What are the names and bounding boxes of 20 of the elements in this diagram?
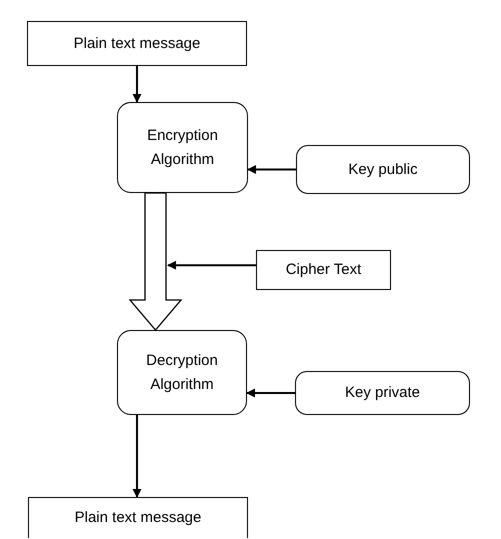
arrow [247,165,296,174]
node-label: Key private [344,383,422,404]
process-box [296,145,470,194]
arrow [132,66,142,103]
arrow [246,388,295,398]
arrow [167,260,256,270]
node-label: Plain text message [74,508,202,528]
message-box [27,21,247,66]
message-box [28,497,248,538]
node-label: Cipher Text [284,260,362,280]
block-arrow [128,192,182,331]
node-label: Plain text message [72,34,202,54]
message-box [256,250,391,290]
process-box [117,330,247,415]
node-label: Key public [347,160,419,180]
process-box [117,102,248,193]
node-label: Decryption Algorithm [145,351,219,394]
arrow [132,415,142,498]
process-box [295,371,470,415]
node-label: Encryption Algorithm [146,126,219,170]
